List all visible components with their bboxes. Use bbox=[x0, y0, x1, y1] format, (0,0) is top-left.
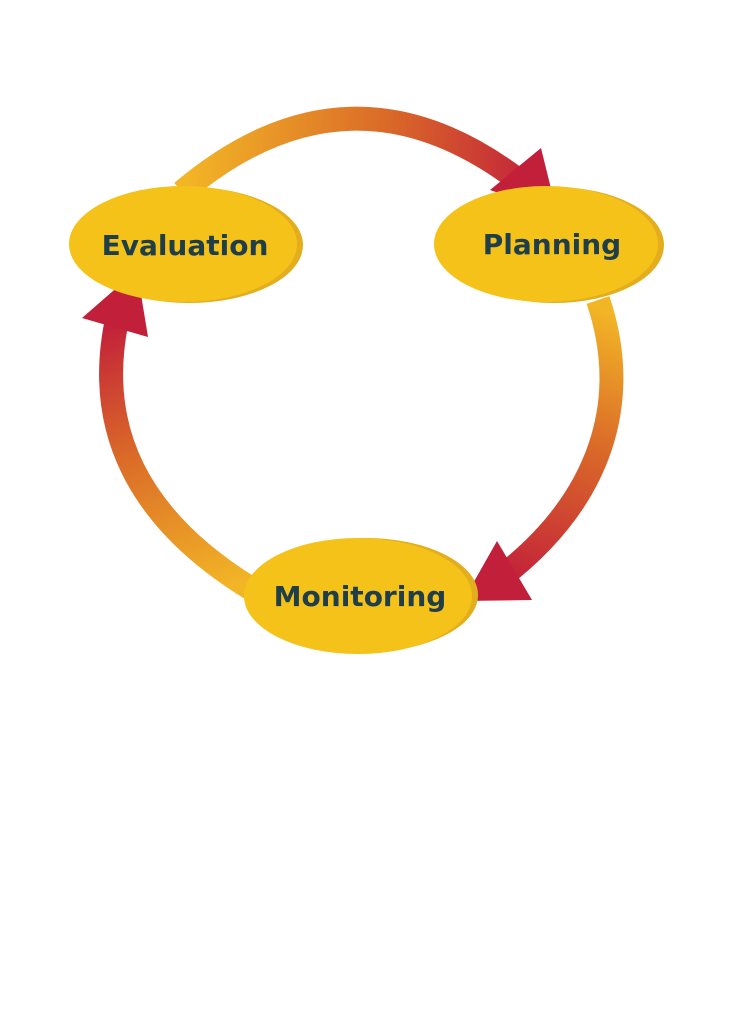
node-evaluation-label: Evaluation bbox=[102, 229, 269, 262]
node-monitoring-label: Monitoring bbox=[274, 580, 447, 613]
edge-planning-to-monitoring bbox=[463, 296, 624, 601]
node-planning: Planning bbox=[434, 186, 664, 303]
arc-evaluation-to-planning bbox=[174, 106, 530, 202]
node-monitoring: Monitoring bbox=[244, 538, 478, 654]
node-evaluation: Evaluation bbox=[69, 186, 303, 303]
arrowhead-monitoring-icon bbox=[463, 541, 532, 601]
node-evaluation-shape bbox=[69, 186, 297, 302]
node-planning-shape bbox=[434, 186, 658, 302]
edge-monitoring-to-evaluation bbox=[82, 270, 257, 599]
node-planning-label: Planning bbox=[483, 228, 621, 261]
arc-planning-to-monitoring bbox=[492, 296, 624, 588]
arc-monitoring-to-evaluation bbox=[99, 312, 257, 599]
node-monitoring-shape bbox=[244, 538, 472, 654]
